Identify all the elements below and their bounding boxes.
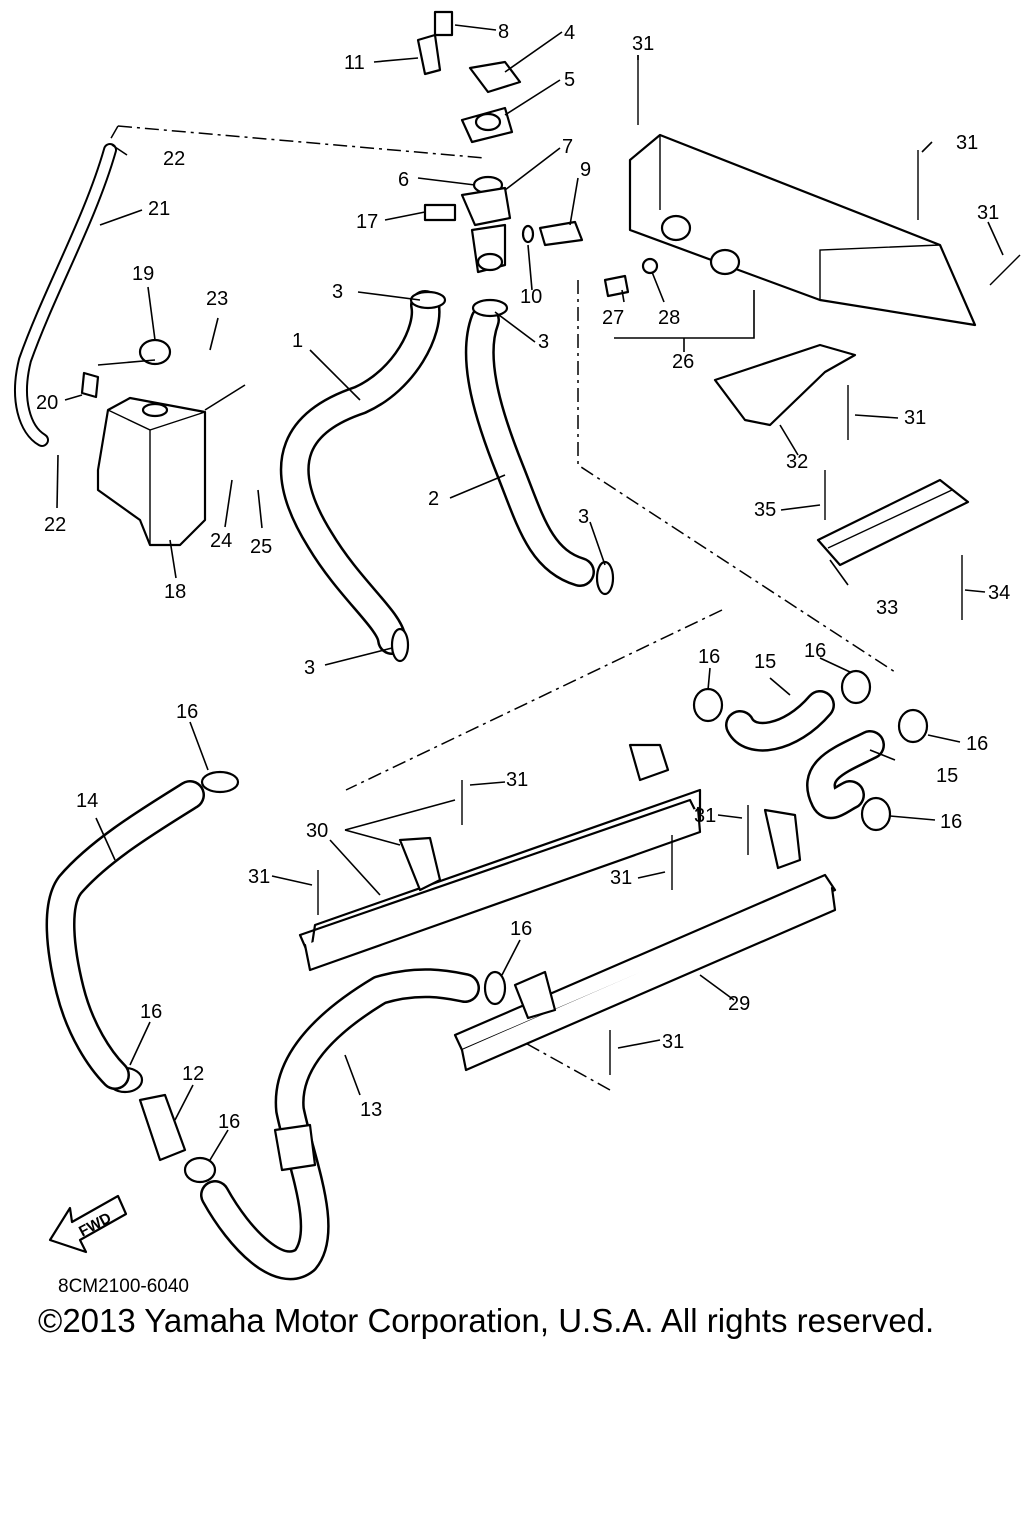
callout: 22	[163, 148, 185, 170]
callout: 35	[754, 499, 776, 521]
hose-1	[279, 290, 441, 655]
copyright-notice: ©2013 Yamaha Motor Corporation, U.S.A. A…	[38, 1302, 935, 1339]
callout: 3	[578, 506, 589, 528]
callout: 31	[694, 805, 716, 827]
rivets	[317, 55, 1021, 1075]
callout: 21	[148, 198, 170, 220]
reservoir-tank	[80, 338, 207, 547]
callout: 3	[538, 331, 549, 353]
plate	[713, 343, 857, 427]
callout: 29	[728, 993, 750, 1015]
callout: 10	[520, 286, 542, 308]
callout: 16	[966, 733, 988, 755]
callout: 17	[356, 211, 378, 233]
vent-tube	[14, 143, 117, 447]
callout: 5	[564, 69, 575, 91]
callout: 24	[210, 530, 232, 552]
callout: 15	[936, 765, 958, 787]
callout: 18	[164, 581, 186, 603]
callout-numbers: 8 4 11 5 31 31 31 22 21 7 6 9 17 19 23 3…	[36, 21, 1010, 1133]
cooling-system-diagram: FWD	[14, 10, 1021, 1281]
hose-clamps	[390, 290, 615, 663]
callout: 26	[672, 351, 694, 373]
callout: 19	[132, 263, 154, 285]
callout: 9	[580, 159, 591, 181]
callout: 12	[182, 1063, 204, 1085]
callout: 13	[360, 1099, 382, 1121]
callout: 27	[602, 307, 624, 329]
callout: 22	[44, 514, 66, 536]
callout: 6	[398, 169, 409, 191]
callout: 16	[698, 646, 720, 668]
callout: 31	[956, 132, 978, 154]
callout: 11	[344, 52, 365, 74]
callout: 15	[754, 651, 776, 673]
callout: 31	[662, 1031, 684, 1053]
radiator-30	[298, 743, 702, 972]
callout: 8	[498, 21, 509, 43]
callout: 32	[786, 451, 808, 473]
callout: 31	[632, 33, 654, 55]
callout: 16	[218, 1111, 240, 1133]
callout: 31	[977, 202, 999, 224]
callout: 1	[292, 330, 303, 352]
hose-14	[45, 780, 205, 1090]
cooler-housing	[603, 133, 977, 327]
callout: 31	[904, 407, 926, 429]
callout: 16	[140, 1001, 162, 1023]
callout: 30	[306, 820, 328, 842]
callout: 16	[804, 640, 826, 662]
callout: 16	[510, 918, 532, 940]
callout: 33	[876, 597, 898, 619]
callout: 31	[506, 769, 528, 791]
callout: 14	[76, 790, 98, 812]
callout: 2	[428, 488, 439, 510]
callout: 16	[176, 701, 198, 723]
callout: 7	[562, 136, 573, 158]
callout: 16	[940, 811, 962, 833]
callout: 34	[988, 582, 1010, 604]
bracket	[816, 478, 970, 567]
diagram-code: 8CM2100-6040	[58, 1276, 189, 1297]
callout: 28	[658, 307, 680, 329]
callout: 20	[36, 392, 58, 414]
joint	[138, 1093, 187, 1162]
callout: 3	[304, 657, 315, 679]
callout: 31	[248, 866, 270, 888]
thermostat-housing	[416, 10, 584, 274]
callout: 23	[206, 288, 228, 310]
callout: 3	[332, 281, 343, 303]
leader-lines	[56, 24, 1004, 1161]
callout: 31	[610, 867, 632, 889]
callout: 25	[250, 536, 272, 558]
hose-2	[464, 305, 595, 587]
hose-13	[200, 968, 480, 1281]
callout: 4	[564, 22, 575, 44]
fwd-arrow: FWD	[48, 1194, 128, 1254]
radiator-29	[453, 808, 837, 1072]
hose-15	[725, 690, 885, 820]
